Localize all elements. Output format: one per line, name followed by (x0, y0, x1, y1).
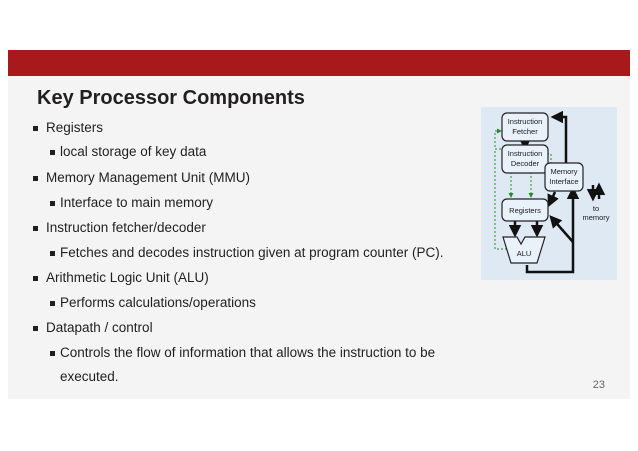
bullet-marker (33, 126, 38, 131)
bullet-item: Registers (33, 120, 104, 136)
bullet-marker (50, 301, 55, 306)
bullet-text: Interface to main memory (60, 195, 214, 210)
fetcher-label-line1: Instruction (508, 117, 543, 126)
sub-bullet-item: local storage of key data (50, 144, 207, 160)
bullet-continuation: executed. (60, 369, 119, 385)
to-memory-label-line2: memory (582, 213, 609, 222)
bullet-marker (50, 251, 55, 256)
bullet-text: Datapath / control (46, 320, 153, 335)
bullet-marker (33, 276, 38, 281)
sub-bullet-item: Performs calculations/operations (50, 295, 256, 311)
registers-box: Registers (501, 198, 549, 222)
alu-label: ALU (517, 249, 532, 258)
memory-interface-label-line2: Interface (549, 177, 578, 186)
bullet-text: Controls the flow of information that al… (60, 345, 436, 360)
bullet-marker (50, 351, 55, 356)
bullet-item: Arithmetic Logic Unit (ALU) (33, 270, 209, 286)
bullet-item: Memory Management Unit (MMU) (33, 170, 251, 186)
instruction-decoder-box: Instruction Decoder (501, 144, 549, 174)
bullet-text: Fetches and decodes instruction given at… (60, 245, 444, 260)
bullet-text: Registers (46, 120, 104, 135)
decoder-label-line1: Instruction (508, 149, 543, 158)
bullet-text: Instruction fetcher/decoder (46, 220, 206, 235)
bullet-text: local storage of key data (60, 144, 207, 159)
bullet-text: Memory Management Unit (MMU) (46, 170, 251, 185)
instruction-fetcher-box: Instruction Fetcher (501, 112, 549, 142)
bullet-text: Arithmetic Logic Unit (ALU) (46, 270, 209, 285)
memory-interface-label-line1: Memory (550, 167, 577, 176)
sub-bullet-item: Controls the flow of information that al… (50, 345, 436, 361)
alu-shape: ALU (502, 236, 546, 264)
bullet-marker (33, 326, 38, 331)
bullet-text: Performs calculations/operations (60, 295, 256, 310)
bullet-marker (33, 226, 38, 231)
header-banner (8, 50, 630, 76)
bullet-list: Registers local storage of key data Memo… (8, 50, 478, 399)
processor-diagram: Instruction Fetcher Instruction Decoder … (481, 107, 617, 280)
page-number: 23 (592, 379, 605, 391)
sub-bullet-item: Interface to main memory (50, 195, 214, 211)
slide: Key Processor Components Registers local… (8, 50, 630, 399)
sub-bullet-item: Fetches and decodes instruction given at… (50, 245, 444, 261)
bullet-marker (50, 201, 55, 206)
memory-interface-box: Memory Interface (544, 162, 584, 192)
decoder-label-line2: Decoder (511, 159, 540, 168)
bullet-item: Datapath / control (33, 320, 153, 336)
bullet-text: executed. (60, 369, 119, 384)
bullet-item: Instruction fetcher/decoder (33, 220, 206, 236)
fetcher-label-line2: Fetcher (512, 127, 538, 136)
registers-label: Registers (509, 206, 541, 215)
bullet-marker (50, 150, 55, 155)
slide-title: Key Processor Components (37, 87, 305, 109)
to-memory-label-line1: to (593, 204, 599, 213)
bullet-marker (33, 176, 38, 181)
